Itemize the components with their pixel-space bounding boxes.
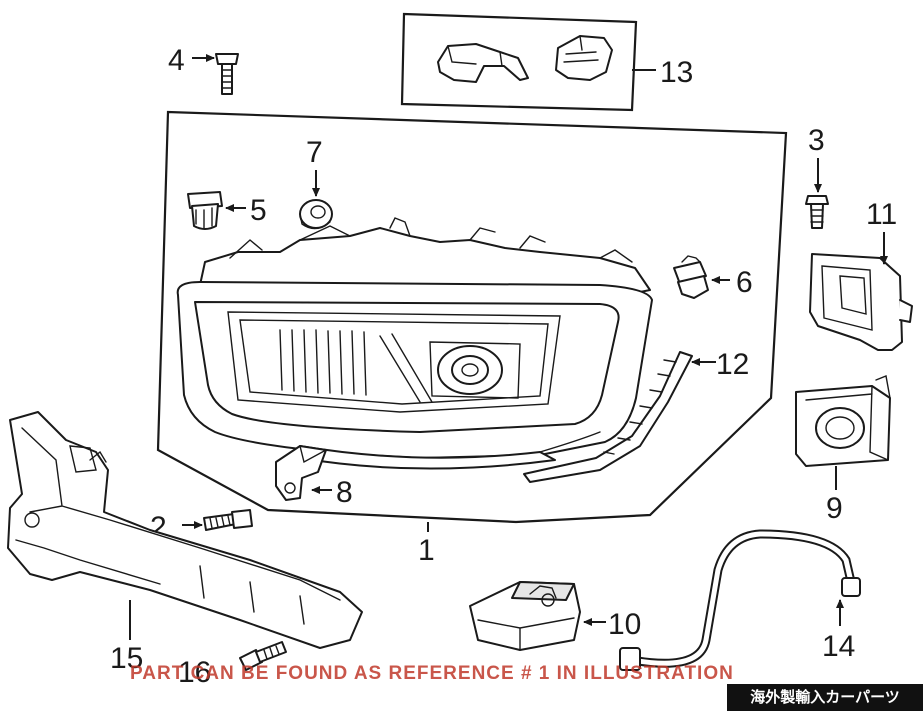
callout-3: 3	[808, 124, 825, 157]
bracket-part-8[interactable]	[275, 445, 327, 501]
callout-10: 10	[608, 608, 641, 641]
bolt-part-4[interactable]	[215, 53, 239, 95]
mount-bracket-part-15[interactable]	[7, 411, 363, 649]
grommet-part-5[interactable]	[187, 191, 223, 230]
clip-set-part-13[interactable]	[437, 35, 613, 83]
bolt-part-16[interactable]	[239, 641, 287, 671]
bolt-part-3[interactable]	[805, 195, 829, 229]
clip-part-6[interactable]	[673, 255, 709, 299]
callout-15: 15	[110, 642, 143, 675]
bracket-part-11[interactable]	[809, 253, 913, 351]
callout-5: 5	[250, 194, 267, 227]
nut-part-7[interactable]	[299, 199, 333, 230]
headlamp-assembly[interactable]	[176, 217, 653, 470]
callout-13: 13	[660, 56, 693, 89]
reference-notice: PART CAN BE FOUND AS REFERENCE # 1 IN IL…	[130, 663, 734, 684]
callout-1: 1	[418, 534, 435, 567]
callout-14: 14	[822, 630, 855, 663]
callout-16: 16	[178, 656, 211, 689]
callout-8: 8	[336, 476, 353, 509]
assembly-frame	[156, 110, 788, 524]
callout-4: 4	[168, 44, 185, 77]
callout-12: 12	[716, 348, 749, 381]
trim-strip-part-12[interactable]	[523, 351, 693, 483]
shop-badge: 海外製輸入カーパーツ	[727, 684, 923, 711]
led-module-part-9[interactable]	[795, 375, 891, 467]
callout-6: 6	[736, 266, 753, 299]
callout-7: 7	[306, 136, 323, 169]
control-unit-part-10[interactable]	[469, 581, 581, 651]
callout-11: 11	[866, 198, 897, 231]
part-13-frame	[400, 12, 638, 112]
bolt-part-2[interactable]	[203, 509, 253, 531]
callout-9: 9	[826, 492, 843, 525]
wiring-harness-part-14[interactable]	[619, 529, 861, 671]
